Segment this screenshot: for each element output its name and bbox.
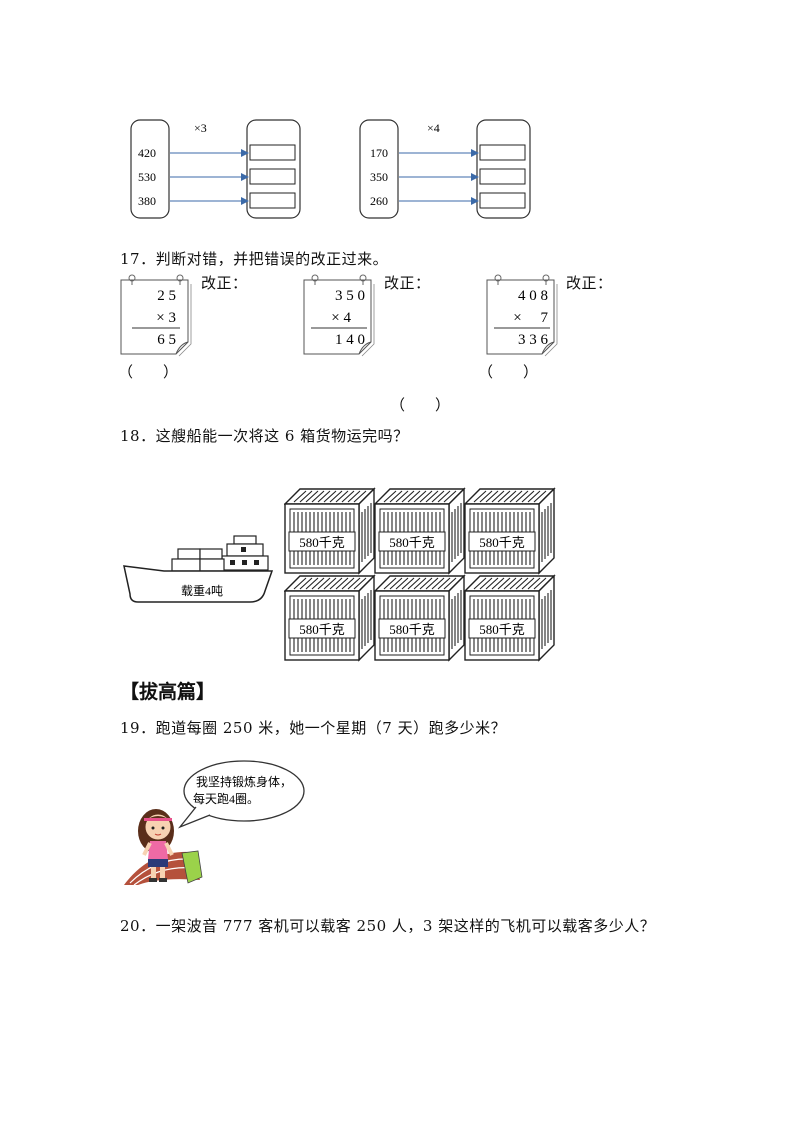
correction-label: 改正：	[566, 274, 613, 292]
speech-bubble	[183, 760, 305, 822]
crate-weight-label: 580千克	[479, 622, 525, 637]
crate-weight-label: 580千克	[389, 535, 435, 550]
girl-runner-illustration: 我坚持锻炼身体， 每天跑4圈。	[124, 760, 305, 886]
answer-blank[interactable]	[479, 192, 526, 209]
multiplier: × 3	[156, 310, 176, 326]
notepad-card: 2 5 × 3 6 5	[120, 274, 192, 357]
ship-hull	[123, 565, 274, 603]
crate: 580千克	[284, 488, 375, 574]
question-20-title: 20．一架波音 777 客机可以载客 250 人，3 架这样的飞机可以载客多少人…	[120, 917, 656, 935]
answer-blank[interactable]	[479, 168, 526, 185]
mapping-set-2: ×4 170 350 260	[359, 119, 531, 219]
judge-parentheses[interactable]: （ ）	[118, 363, 179, 381]
cargo-ship: 载重4吨	[123, 535, 274, 603]
crate: 580千克	[374, 575, 465, 661]
judge-parentheses[interactable]: （ ）	[478, 363, 539, 381]
output-box	[246, 119, 301, 219]
answer-blank[interactable]	[249, 144, 296, 161]
mapping-problems: ×3 420 530 380 ×4 170 350 260	[130, 119, 531, 219]
crate: 580千克	[284, 575, 375, 661]
crate: 580千克	[374, 488, 465, 574]
correction-label: 改正：	[384, 274, 431, 292]
crate-weight-label: 580千克	[299, 622, 345, 637]
input-value: 170	[370, 146, 388, 160]
question-17-title: 17．判断对错，并把错误的改正过来。	[120, 250, 389, 268]
input-box	[359, 119, 399, 219]
notepad-card: 3 5 0 × 4 1 4 0	[303, 274, 375, 357]
multiplier: × 7	[513, 310, 548, 326]
product: 6 5	[157, 332, 176, 348]
input-value: 260	[370, 194, 388, 208]
input-value: 350	[370, 170, 388, 184]
question-18-title: 18．这艘船能一次将这 6 箱货物运完吗？	[120, 427, 409, 445]
correction-label: 改正：	[201, 274, 248, 292]
input-value: 420	[138, 146, 156, 160]
output-box	[476, 119, 531, 219]
answer-blank[interactable]	[249, 192, 296, 209]
judge-parentheses[interactable]: （ ）	[390, 396, 451, 414]
question-19-title: 19．跑道每圈 250 米，她一个星期（7 天）跑多少米？	[120, 719, 507, 737]
crate: 580千克	[464, 488, 555, 574]
speech-line-1: 我坚持锻炼身体，	[196, 774, 292, 789]
crate-weight-label: 580千克	[389, 622, 435, 637]
operator-label: ×3	[194, 121, 207, 135]
input-value: 530	[138, 170, 156, 184]
multiplicand: 3 5 0	[335, 288, 365, 304]
input-box	[130, 119, 170, 219]
girl-icon	[138, 809, 174, 882]
answer-blank[interactable]	[479, 144, 526, 161]
section-title: 【拔高篇】	[120, 681, 216, 703]
notepad-card: 4 0 8 × 7 3 3 6	[486, 274, 558, 357]
multiplicand: 2 5	[157, 288, 176, 304]
answer-blank[interactable]	[249, 168, 296, 185]
cargo-crates: 580千克 580千克 580千克 580千克 580千克 580千克	[284, 488, 555, 661]
multiplicand: 4 0 8	[518, 288, 548, 304]
crate-weight-label: 580千克	[299, 535, 345, 550]
speech-line-2: 每天跑4圈。	[193, 791, 259, 806]
multiplier: × 4	[331, 310, 351, 326]
operator-label: ×4	[427, 121, 440, 135]
mapping-set-1: ×3 420 530 380	[130, 119, 301, 219]
crate: 580千克	[464, 575, 555, 661]
ship-capacity-label: 载重4吨	[181, 584, 223, 598]
crate-weight-label: 580千克	[479, 535, 525, 550]
input-value: 380	[138, 194, 156, 208]
product: 3 3 6	[518, 332, 549, 348]
product: 1 4 0	[335, 332, 365, 348]
